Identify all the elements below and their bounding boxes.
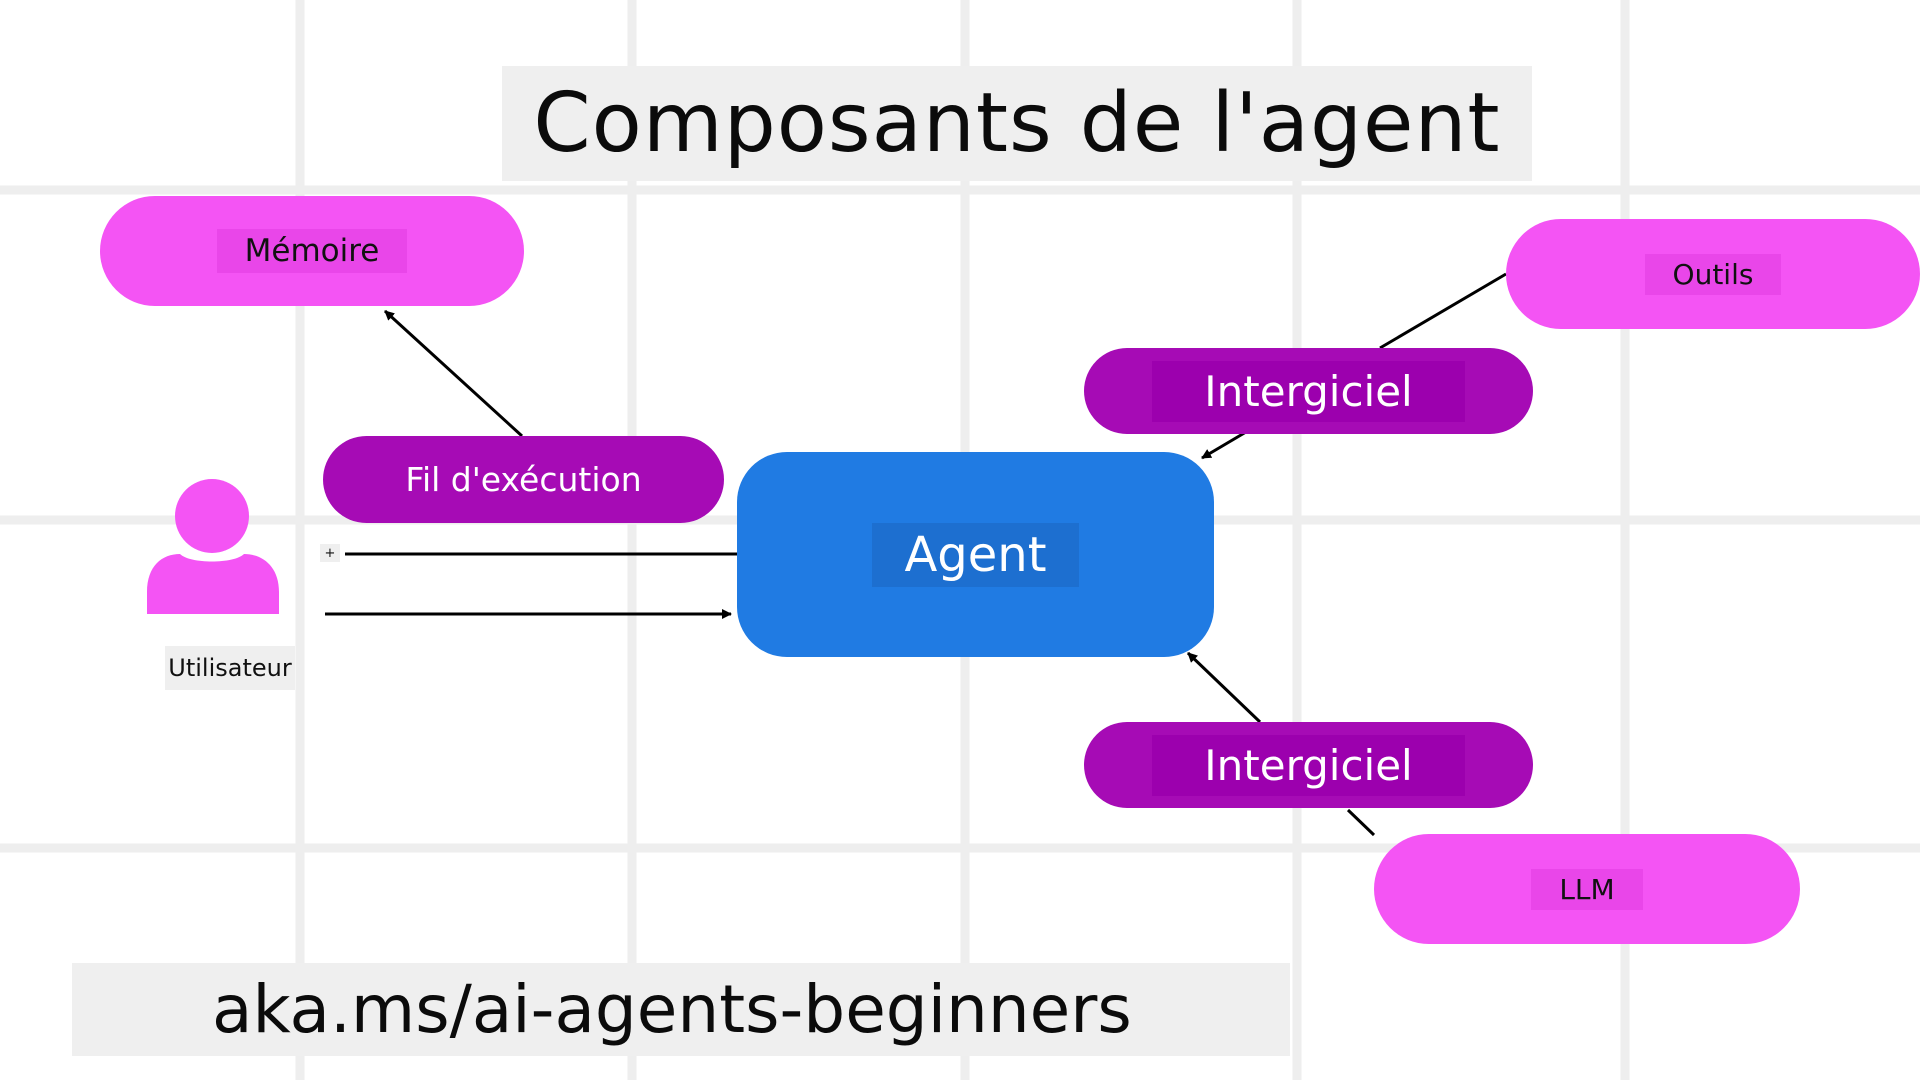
thread-label: Fil d'exécution [405, 460, 642, 499]
memory-node: Mémoire [100, 196, 524, 306]
page-title: Composants de l'agent [533, 76, 1501, 171]
arrow-thread-to-memory [383, 309, 524, 438]
llm-label: LLM [1531, 868, 1643, 910]
arrow-middleware-to-agent-top [1201, 430, 1247, 460]
title-banner: Composants de l'agent [502, 66, 1532, 181]
llm-node: LLM [1374, 834, 1800, 944]
line-llm-to-middleware [1346, 808, 1376, 837]
tools-node: Outils [1506, 219, 1920, 329]
memory-label: Mémoire [216, 229, 408, 273]
agent-node: Agent [737, 452, 1214, 657]
line-tools-to-middleware [1379, 272, 1507, 350]
middleware-label-top: Intergiciel [1152, 360, 1465, 422]
course-url[interactable]: aka.ms/ai-agents-beginners [212, 971, 1132, 1048]
arrow-middleware-to-agent-bottom [1186, 651, 1262, 724]
tools-label: Outils [1644, 253, 1782, 295]
thread-node: Fil d'exécution [323, 436, 724, 523]
user-label: Utilisateur [165, 646, 295, 690]
middleware-label-bottom: Intergiciel [1152, 734, 1465, 796]
middleware-node-top: Intergiciel [1084, 348, 1533, 434]
add-connection-button[interactable]: + [320, 544, 340, 562]
middleware-node-bottom: Intergiciel [1084, 722, 1533, 808]
url-banner: aka.ms/ai-agents-beginners [72, 963, 1290, 1056]
agent-label: Agent [872, 522, 1079, 587]
